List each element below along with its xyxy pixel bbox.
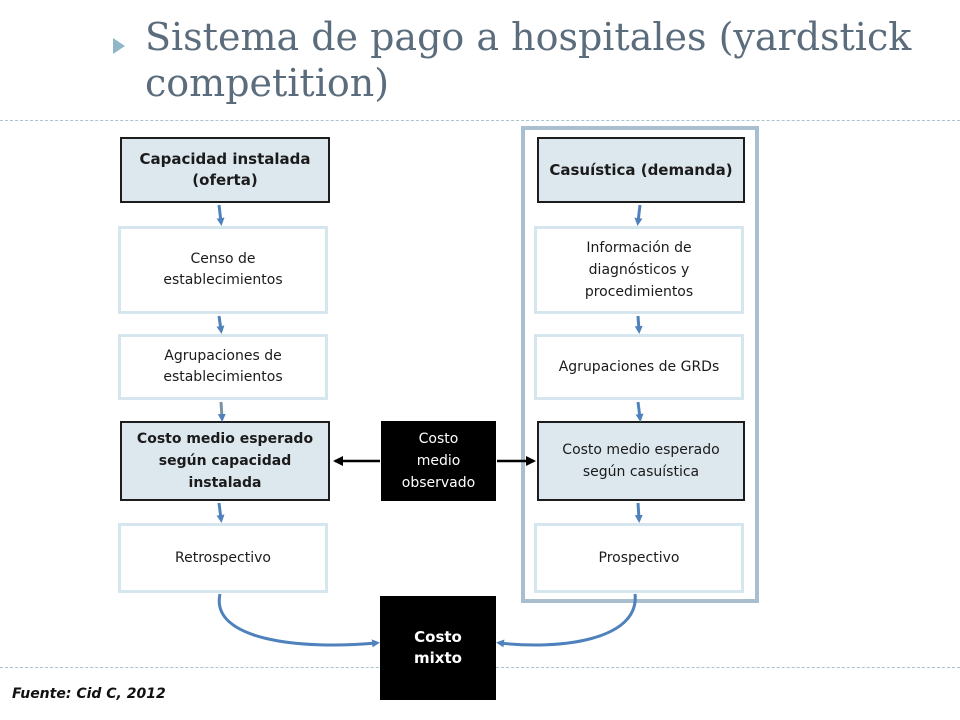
supply-cost-box: Costo medio esperado según capacidad ins… — [120, 421, 330, 501]
facility-groups-box: Agrupaciones de establecimientos — [118, 334, 328, 400]
arrow-supply-to-census — [216, 204, 225, 226]
arrow-census-to-groups — [216, 315, 225, 334]
arrow-cost-to-retro — [216, 502, 225, 523]
demand-header-label: Casuística (demanda) — [549, 160, 733, 179]
arrow-retro-to-mixed — [217, 593, 380, 648]
arrow-grd-to-cost — [635, 401, 644, 422]
top-divider — [0, 120, 960, 121]
prospective-box: Prospectivo — [534, 523, 744, 593]
arrow-groups-to-cost — [217, 401, 226, 422]
mixed-cost-label: Costo mixto — [414, 628, 462, 667]
slide-title: Sistema de pago a hospitales (yardstick … — [145, 15, 912, 105]
supply-header: Capacidad instalada (oferta) — [120, 137, 330, 203]
demand-header: Casuística (demanda) — [537, 137, 745, 203]
diagnosis-info-box: Información de diagnósticos y procedimie… — [534, 226, 744, 314]
arrow-demand-to-info — [634, 204, 643, 226]
census-label: Censo de establecimientos — [163, 251, 283, 288]
retrospective-box: Retrospectivo — [118, 523, 328, 593]
mixed-cost-box: Costo mixto — [380, 596, 496, 700]
retrospective-label: Retrospectivo — [175, 549, 271, 566]
census-box: Censo de establecimientos — [118, 226, 328, 314]
source-note: Fuente: Cid C, 2012 — [12, 686, 166, 702]
arrow-info-to-grd — [634, 315, 643, 334]
title-bullet-icon — [113, 38, 125, 54]
supply-header-label: Capacidad instalada (oferta) — [139, 150, 311, 189]
prospective-label: Prospectivo — [598, 549, 680, 566]
observed-cost-box: Costo medio observado — [381, 421, 496, 501]
facility-groups-label: Agrupaciones de establecimientos — [163, 348, 283, 385]
supply-cost-label: Costo medio esperado según capacidad ins… — [136, 431, 314, 491]
demand-cost-box: Costo medio esperado según casuística — [537, 421, 745, 501]
observed-cost-label: Costo medio observado — [401, 431, 476, 491]
grd-groups-box: Agrupaciones de GRDs — [534, 334, 744, 400]
diagnosis-info-label: Información de diagnósticos y procedimie… — [584, 240, 694, 300]
grd-groups-label: Agrupaciones de GRDs — [558, 358, 720, 375]
arrow-cost-to-prosp — [634, 502, 643, 523]
demand-frame — [521, 126, 759, 603]
arrow-prosp-to-mixed — [496, 593, 637, 648]
demand-cost-label: Costo medio esperado según casuística — [562, 442, 720, 480]
